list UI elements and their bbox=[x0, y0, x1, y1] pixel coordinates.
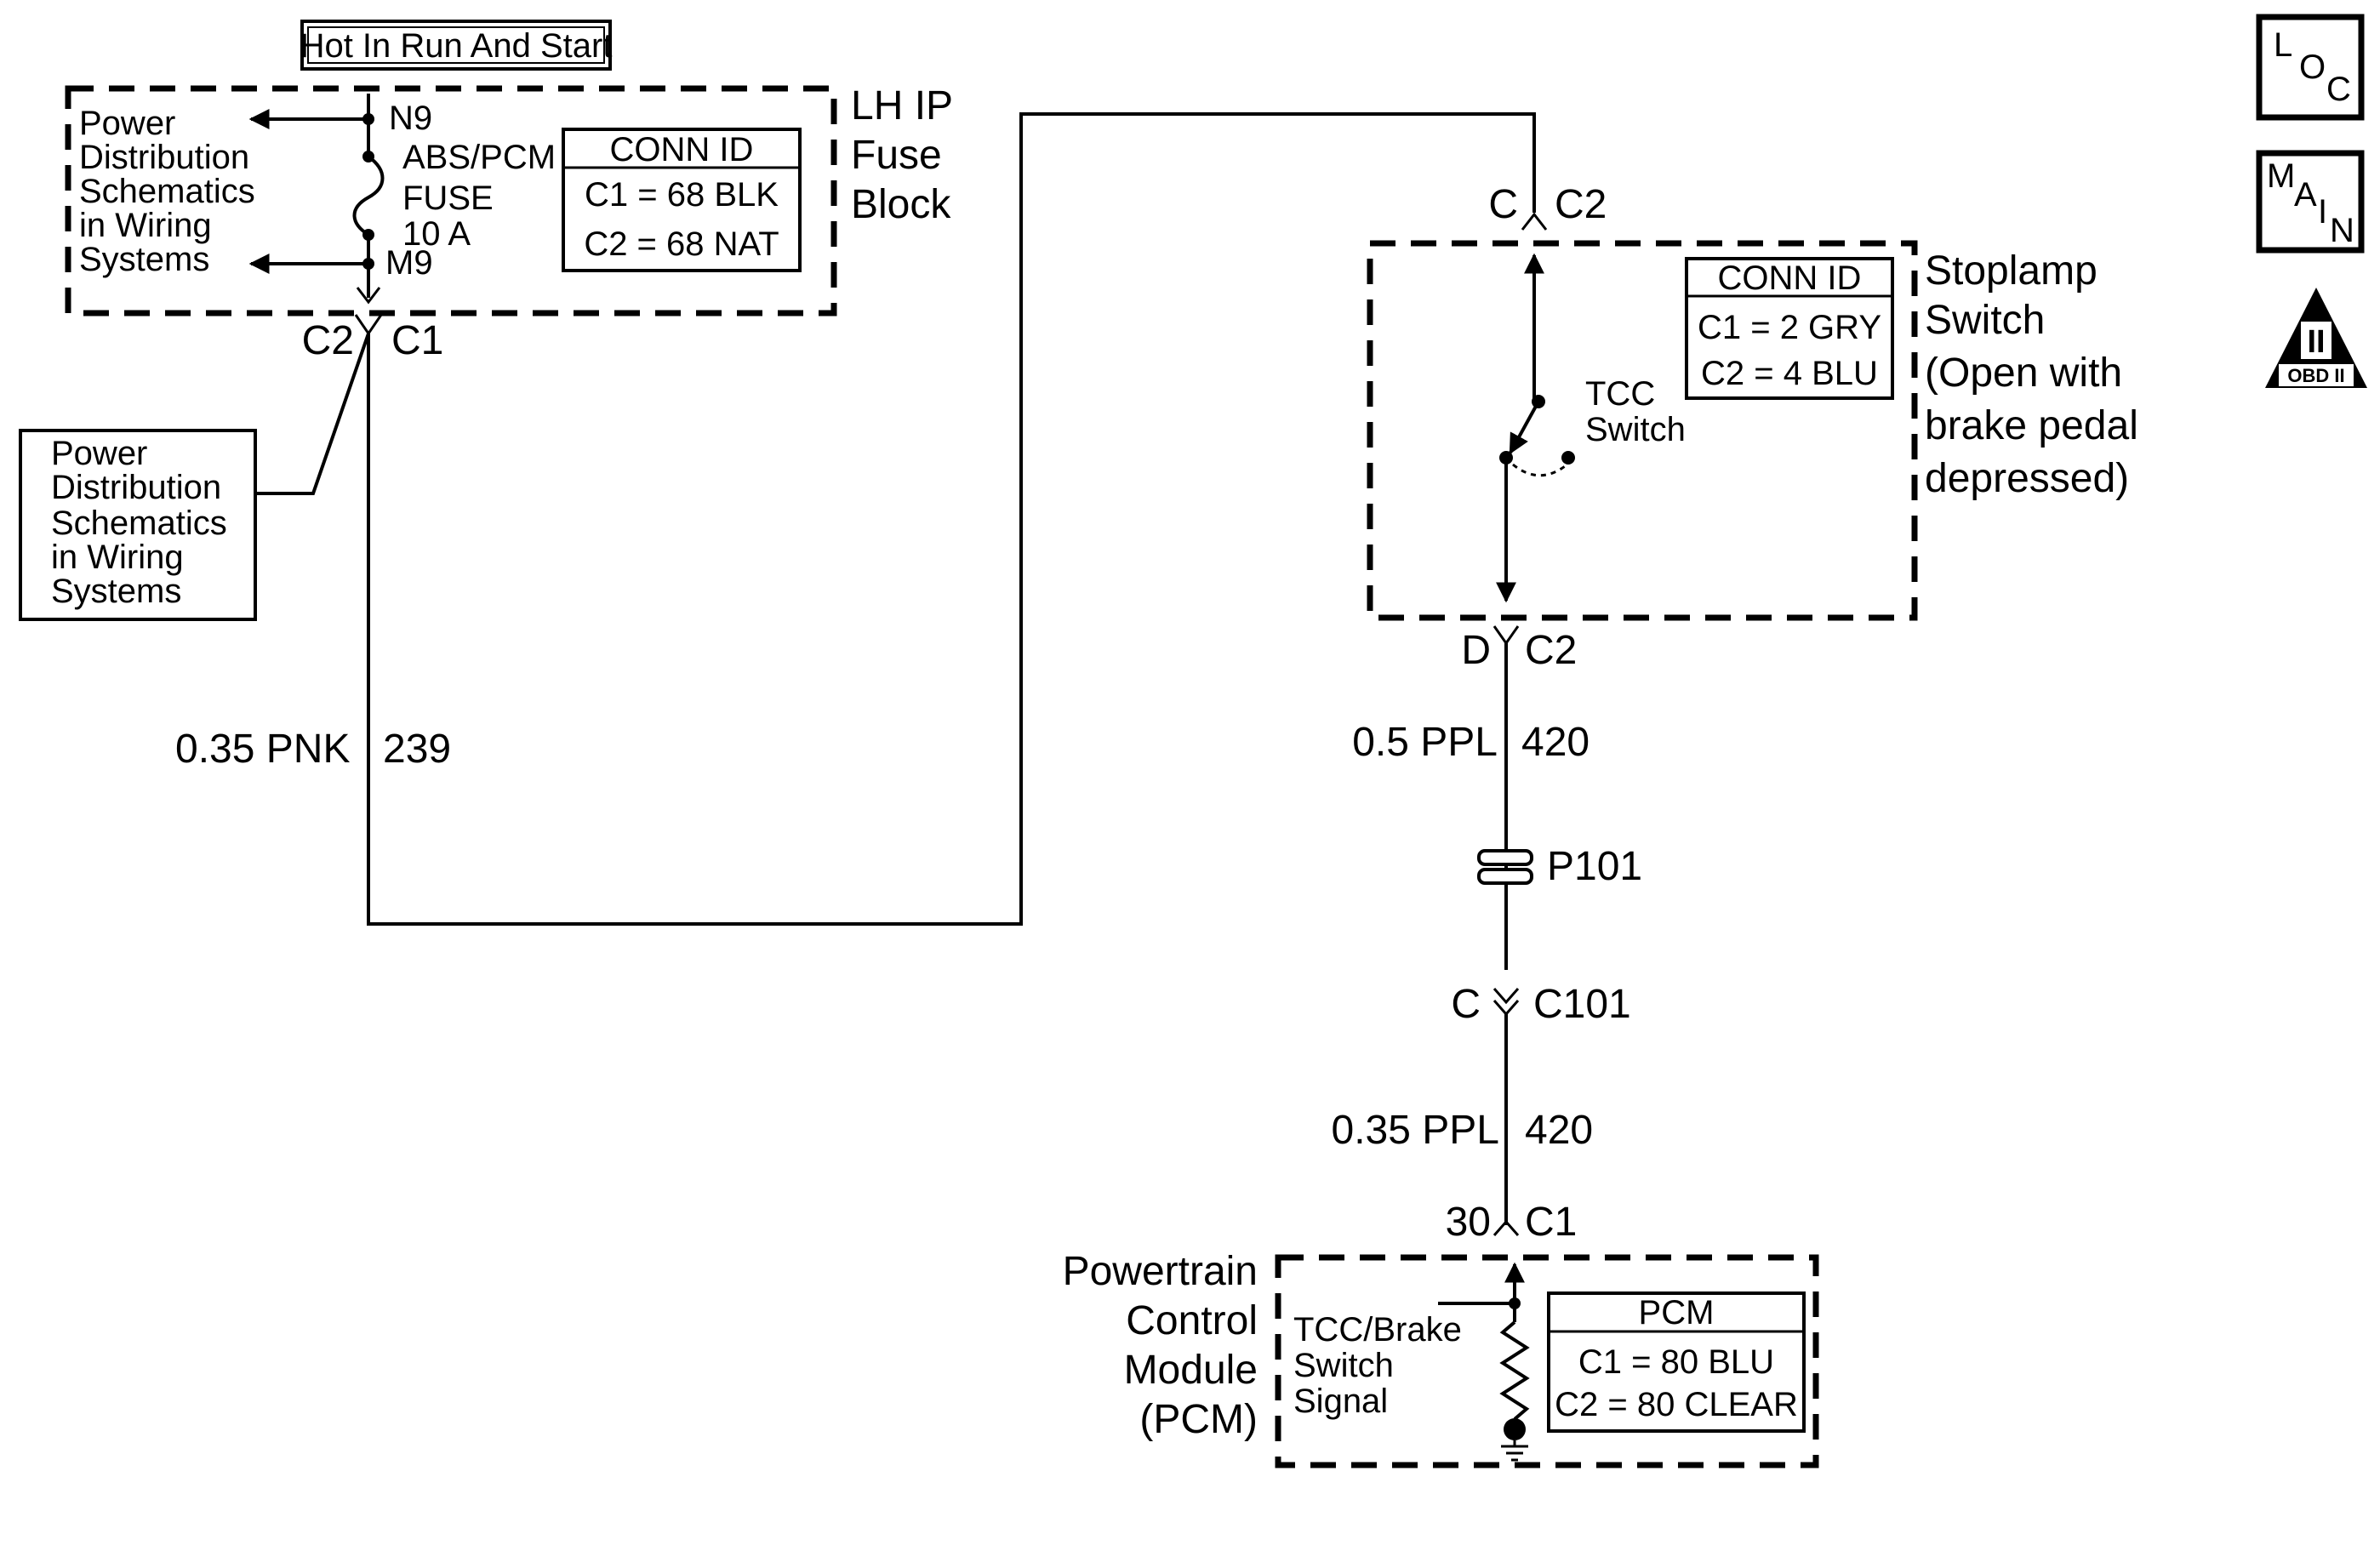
fuse-conn-row-1: C1 = 68 BLK bbox=[585, 176, 779, 214]
stoplamp-conn-title: CONN ID bbox=[1718, 259, 1862, 297]
stoplamp-name-3: (Open with bbox=[1925, 351, 2122, 396]
main-letter-i: I bbox=[2318, 193, 2327, 231]
fuse-block-name-3: Block bbox=[851, 182, 951, 227]
stoplamp-conn-row-2: C2 = 4 BLU bbox=[1701, 355, 1878, 392]
wire-239-gauge: 0.35 PNK bbox=[175, 727, 350, 772]
power-distribution-ref-box: Power Distribution Schematics in Wiring … bbox=[19, 429, 257, 621]
pcm-signal-1: TCC/Brake bbox=[1293, 1311, 1462, 1348]
stoplamp-top-left: C bbox=[1488, 182, 1518, 227]
wire-420a-gauge: 0.5 PPL bbox=[1352, 720, 1498, 765]
stoplamp-bottom-connector: D C2 bbox=[1461, 625, 1577, 673]
ref-line-3: Schematics bbox=[51, 505, 227, 542]
pull-down-resistor bbox=[1499, 1320, 1530, 1421]
wire-420a-circuit: 420 bbox=[1521, 720, 1590, 765]
splice-p101: P101 bbox=[1477, 844, 1642, 889]
tcc-switch-label-1: TCC bbox=[1585, 375, 1655, 413]
stoplamp-conn-row-1: C1 = 2 GRY bbox=[1698, 309, 1881, 346]
ref-line-2: Distribution bbox=[51, 469, 221, 506]
pcm-name-4: (PCM) bbox=[1139, 1397, 1258, 1442]
pcm-module: Powertrain Control Module (PCM) TCC/Brak… bbox=[1063, 1249, 1819, 1468]
fuse-label-2: FUSE bbox=[402, 180, 494, 217]
ref-line-1: Power bbox=[51, 435, 147, 472]
tcc-switch-label-2: Switch bbox=[1585, 411, 1686, 448]
loc-letter-c: C bbox=[2326, 71, 2351, 108]
pcm-outline bbox=[1275, 1254, 1819, 1468]
fuse-note-4: in Wiring bbox=[79, 207, 212, 244]
loc-button[interactable]: L O C bbox=[2256, 14, 2365, 121]
stoplamp-conn-id-table: CONN ID C1 = 2 GRY C2 = 4 BLU bbox=[1685, 257, 1894, 400]
main-letter-a: A bbox=[2294, 176, 2317, 214]
pcm-conn-row-2: C2 = 80 CLEAR bbox=[1555, 1386, 1798, 1423]
stoplamp-name-5: depressed) bbox=[1925, 456, 2129, 501]
fuse-conn-row-2: C2 = 68 NAT bbox=[584, 225, 779, 263]
c101-right: C101 bbox=[1533, 982, 1631, 1027]
pin-n9-label: N9 bbox=[389, 100, 432, 137]
splice-label: P101 bbox=[1547, 844, 1642, 889]
obd-numeral: II bbox=[2307, 324, 2325, 360]
fuse-block: LH IP Fuse Block N9 M9 ABS/PCM FUSE 10 A… bbox=[65, 83, 953, 316]
main-letter-n: N bbox=[2330, 212, 2354, 249]
fuse-out-connector: C2 C1 bbox=[302, 314, 443, 363]
fuse-icon bbox=[352, 155, 385, 237]
pcm-name-2: Control bbox=[1126, 1298, 1258, 1343]
pcm-conn-right: C1 bbox=[1525, 1200, 1577, 1245]
wire-420b-circuit: 420 bbox=[1525, 1108, 1593, 1153]
fuse-block-name-1: LH IP bbox=[851, 83, 953, 128]
fuse-note-1: Power bbox=[79, 105, 175, 142]
obd-ii-button[interactable]: II OBD II bbox=[2265, 288, 2367, 388]
main-button[interactable]: M A I N bbox=[2256, 150, 2365, 254]
pcm-name-1: Powertrain bbox=[1063, 1249, 1258, 1294]
pcm-signal-2: Switch bbox=[1293, 1347, 1394, 1384]
fuse-block-outline bbox=[65, 85, 837, 316]
fuse-note-5: Systems bbox=[79, 241, 209, 278]
fuse-out-right: C1 bbox=[391, 318, 443, 363]
stoplamp-top-connector: C C2 bbox=[1488, 182, 1607, 231]
stoplamp-name-4: brake pedal bbox=[1925, 403, 2138, 448]
fuse-label-3: 10 A bbox=[402, 215, 471, 253]
tcc-switch-blade bbox=[1509, 401, 1540, 455]
pin-m9-label: M9 bbox=[385, 244, 433, 282]
fuse-out-left: C2 bbox=[302, 318, 354, 363]
pcm-conn-id-table: PCM C1 = 80 BLU C2 = 80 CLEAR bbox=[1547, 1291, 1806, 1433]
fuse-conn-title: CONN ID bbox=[610, 131, 754, 168]
fuse-block-conn-id-table: CONN ID C1 = 68 BLK C2 = 68 NAT bbox=[562, 128, 802, 272]
stoplamp-name-2: Switch bbox=[1925, 298, 2045, 343]
pcm-signal-3: Signal bbox=[1293, 1383, 1388, 1420]
ref-line-4: in Wiring bbox=[51, 539, 184, 576]
stoplamp-top-right: C2 bbox=[1555, 182, 1607, 227]
wire-239-circuit: 239 bbox=[383, 727, 451, 772]
stoplamp-name-1: Stoplamp bbox=[1925, 248, 2097, 294]
pcm-conn-row-1: C1 = 80 BLU bbox=[1578, 1343, 1774, 1381]
wire-239 bbox=[367, 112, 1536, 926]
pcm-conn-left: 30 bbox=[1446, 1200, 1491, 1245]
stoplamp-outline bbox=[1367, 240, 1918, 621]
fuse-note-2: Distribution bbox=[79, 139, 249, 176]
c101-left: C bbox=[1451, 982, 1481, 1027]
stoplamp-bottom-right: C2 bbox=[1525, 628, 1577, 673]
stoplamp-bottom-left: D bbox=[1461, 628, 1491, 673]
obd-label: OBD II bbox=[2287, 365, 2344, 386]
loc-letter-o: O bbox=[2299, 48, 2326, 86]
fuse-note-3: Schematics bbox=[79, 173, 255, 210]
connector-c101: C C101 bbox=[1451, 982, 1630, 1027]
fuse-label-1: ABS/PCM bbox=[402, 139, 556, 176]
wire-420b-gauge: 0.35 PPL bbox=[1332, 1108, 1499, 1153]
hot-in-run-label-box: Hot In Run And Start bbox=[300, 20, 613, 71]
ref-leader-line bbox=[255, 333, 370, 495]
loc-letter-l: L bbox=[2274, 26, 2292, 64]
pcm-name-3: Module bbox=[1124, 1348, 1258, 1393]
main-letter-m: M bbox=[2267, 157, 2295, 195]
pcm-connector: 30 C1 bbox=[1446, 1200, 1578, 1245]
pcm-conn-title: PCM bbox=[1639, 1294, 1715, 1331]
fuse-block-name-2: Fuse bbox=[851, 133, 942, 178]
hot-in-run-label: Hot In Run And Start bbox=[300, 27, 613, 65]
stoplamp-switch: TCC Switch CONN ID C1 = 2 GRY C2 = 4 BLU… bbox=[1367, 240, 2138, 621]
ref-line-5: Systems bbox=[51, 573, 181, 610]
